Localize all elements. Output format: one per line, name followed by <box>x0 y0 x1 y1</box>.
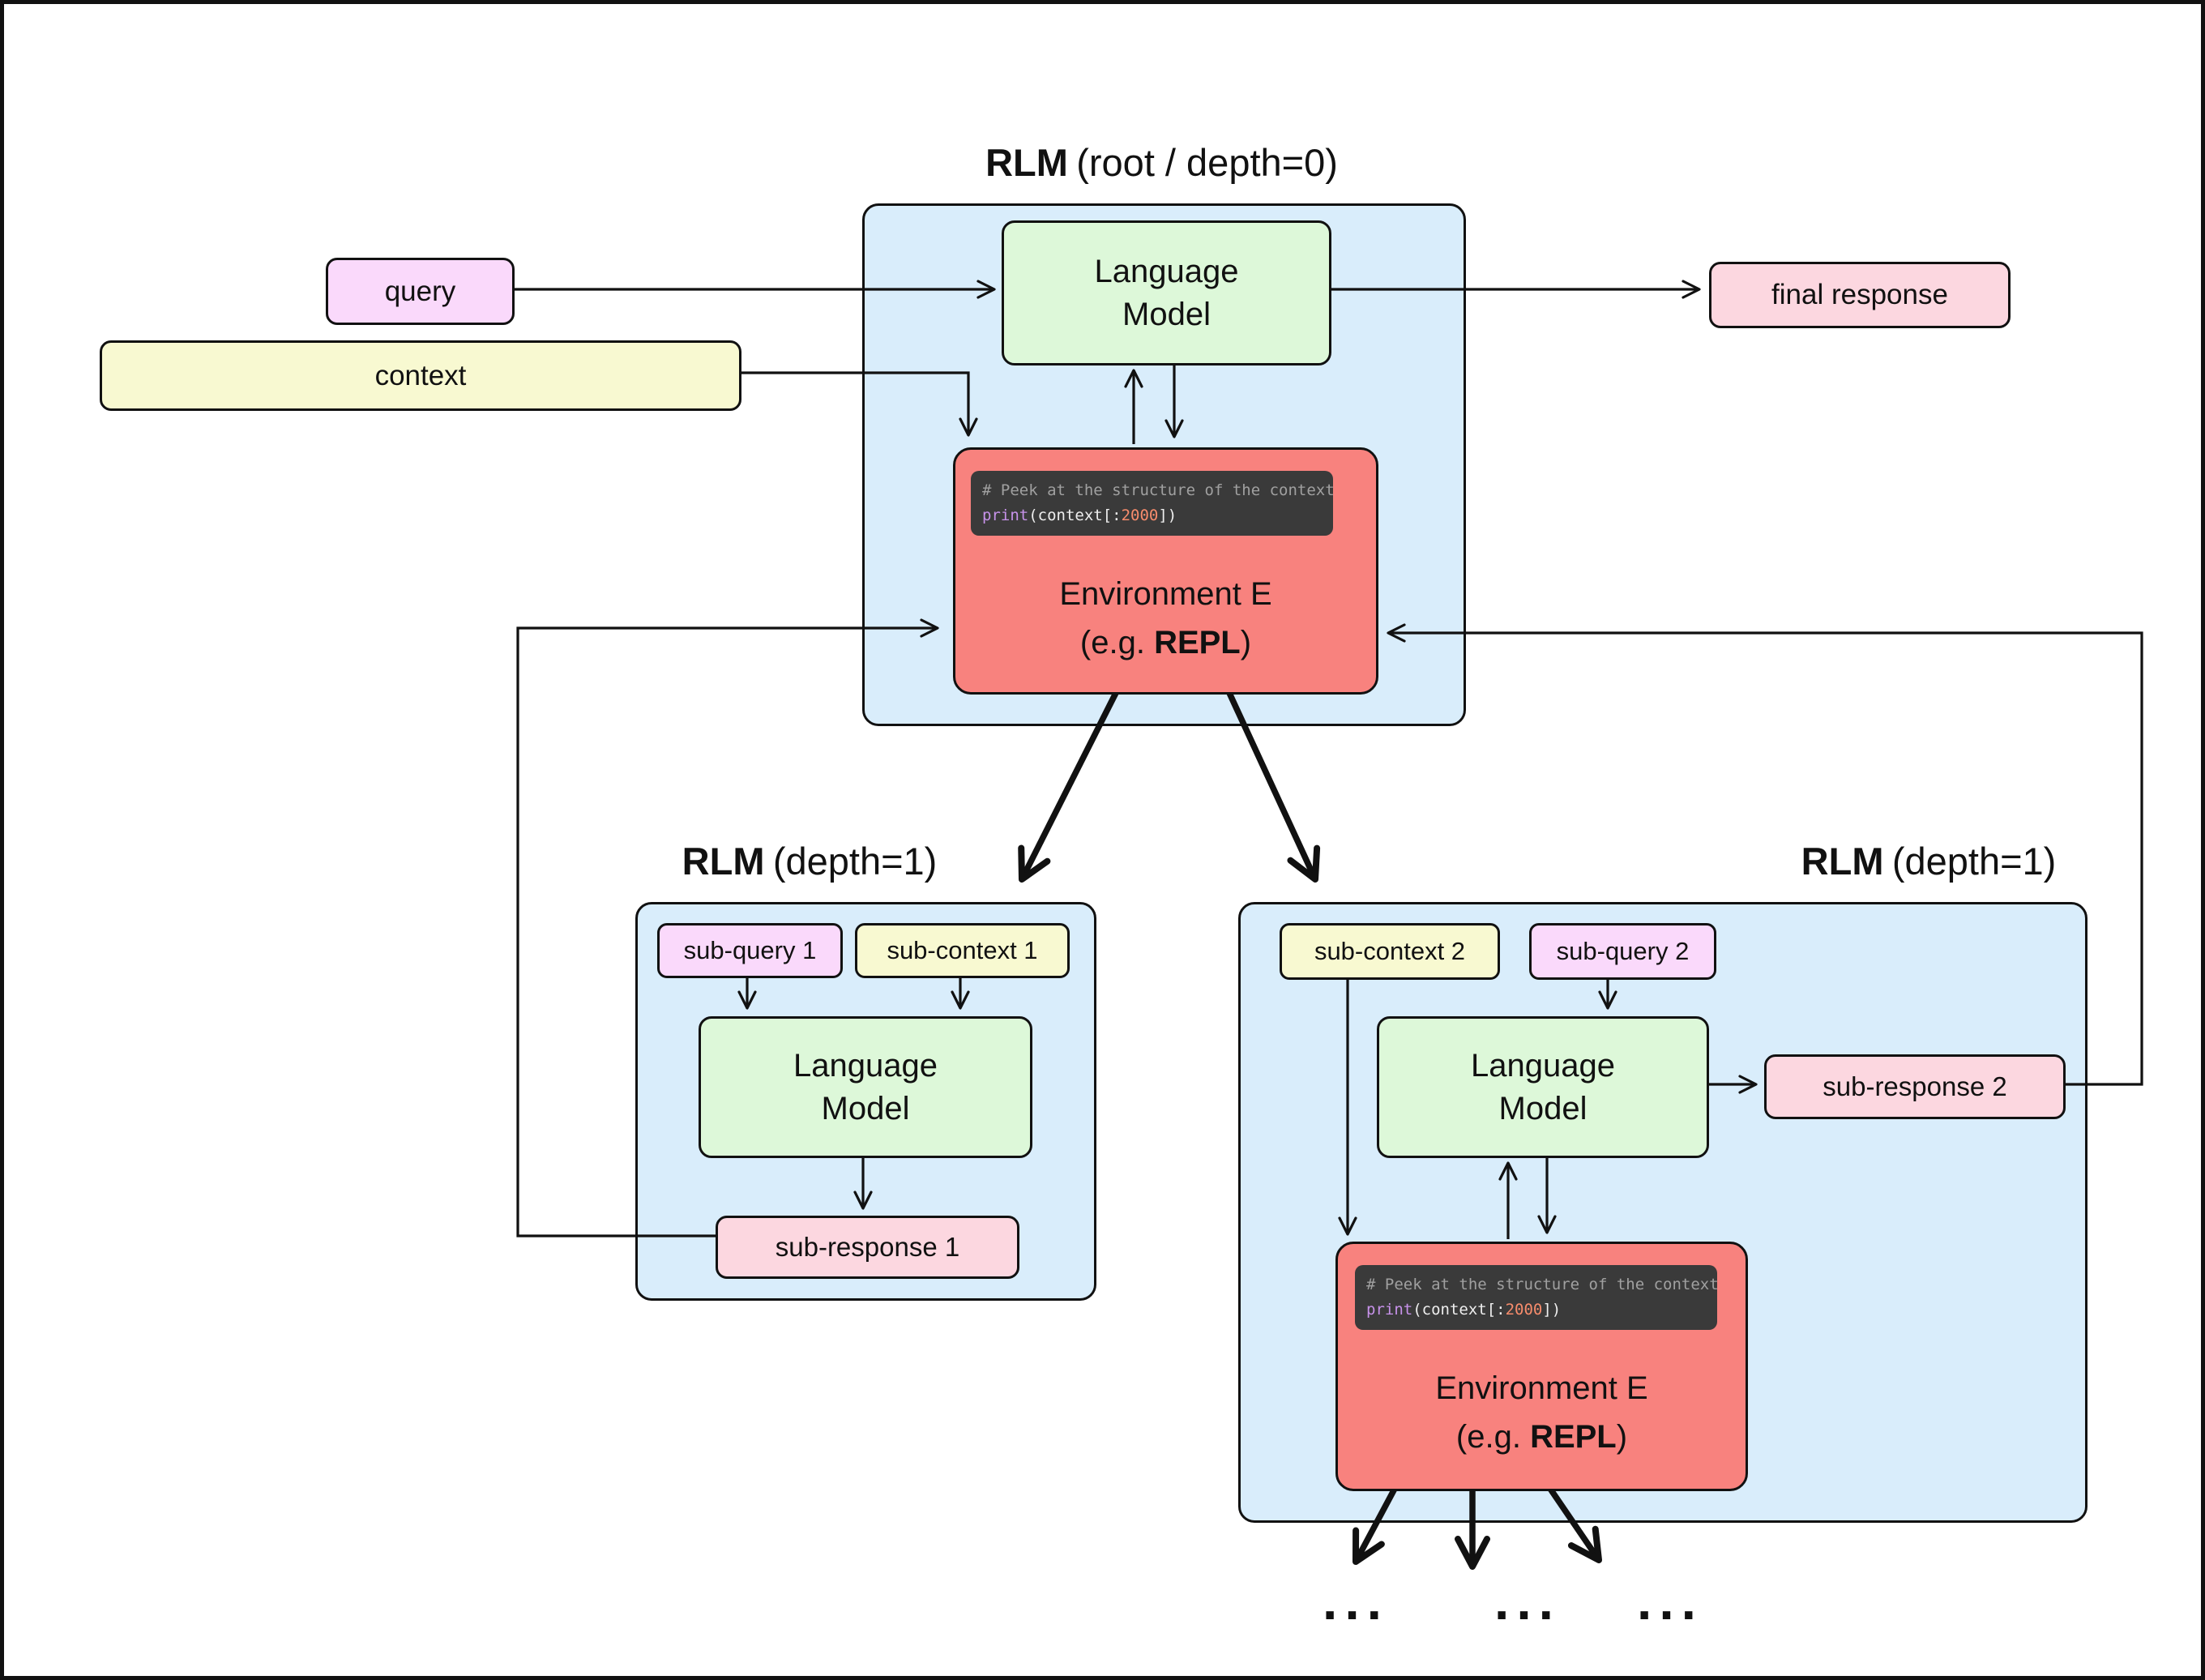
left-rlm-title: RLM(depth=1) <box>635 839 984 883</box>
final-response-label: final response <box>1771 279 1948 310</box>
context-label: context <box>374 359 467 391</box>
ellipsis-child-center: ... <box>1494 1571 1561 1631</box>
right-environment-label: Environment E (e.g. REPL) <box>1338 1364 1746 1461</box>
left-lm-label-line1: Language <box>793 1047 938 1084</box>
root-lm-label-line1: Language <box>1094 253 1239 289</box>
right-environment-node: # Peek at the structure of the context p… <box>1335 1242 1748 1491</box>
code-open: (context[: <box>1412 1301 1506 1319</box>
environment-label-line1: Environment E <box>1059 576 1272 612</box>
root-lm-label-line2: Model <box>1122 296 1211 332</box>
right-rlm-title-rest: (depth=1) <box>1891 840 2057 883</box>
sub-query-1-label: sub-query 1 <box>683 936 817 964</box>
ellipsis-child-right: ... <box>1636 1571 1703 1631</box>
final-response-node: final response <box>1709 262 2011 328</box>
root-rlm-title: RLM(root / depth=0) <box>862 140 1461 185</box>
code-keyword: print <box>1366 1301 1413 1319</box>
sub-response-2-label: sub-response 2 <box>1823 1071 2007 1101</box>
code-number: 2000 <box>1505 1301 1543 1319</box>
root-rlm-title-bold: RLM <box>985 141 1068 184</box>
environment-label-line1: Environment E <box>1435 1370 1648 1406</box>
ellipsis-child-left: ... <box>1322 1571 1389 1631</box>
query-node: query <box>326 258 515 325</box>
sub-response-2-node: sub-response 2 <box>1764 1054 2066 1119</box>
root-rlm-title-rest: (root / depth=0) <box>1076 141 1338 184</box>
right-rlm-title-bold: RLM <box>1801 840 1884 883</box>
left-rlm-title-bold: RLM <box>682 840 765 883</box>
context-node: context <box>100 340 741 411</box>
environment-label-line2: (e.g. REPL) <box>1079 625 1252 660</box>
root-environment-label: Environment E (e.g. REPL) <box>955 570 1376 667</box>
sub-query-2-label: sub-query 2 <box>1556 937 1690 965</box>
right-lm-label-line2: Model <box>1498 1090 1588 1126</box>
sub-query-1-node: sub-query 1 <box>657 923 843 978</box>
right-rlm-title: RLM(depth=1) <box>1742 839 2115 883</box>
root-environment-code-block: # Peek at the structure of the context p… <box>971 471 1335 536</box>
code-comment: # Peek at the structure of the context <box>982 481 1335 499</box>
query-label: query <box>384 275 456 307</box>
root-environment-node: # Peek at the structure of the context p… <box>953 447 1378 695</box>
left-language-model-node: Language Model <box>699 1016 1032 1158</box>
root-language-model-node: Language Model <box>1002 220 1331 365</box>
code-number: 2000 <box>1121 507 1159 524</box>
sub-response-1-node: sub-response 1 <box>716 1216 1019 1279</box>
sub-context-1-node: sub-context 1 <box>855 923 1070 978</box>
left-rlm-title-rest: (depth=1) <box>772 840 938 883</box>
sub-context-2-node: sub-context 2 <box>1280 923 1500 980</box>
right-environment-code-block: # Peek at the structure of the context p… <box>1355 1265 1719 1330</box>
right-language-model-node: Language Model <box>1377 1016 1709 1158</box>
sub-response-1-label: sub-response 1 <box>775 1232 960 1262</box>
code-open: (context[: <box>1028 507 1122 524</box>
code-close: ]) <box>1158 507 1177 524</box>
sub-query-2-node: sub-query 2 <box>1529 923 1716 980</box>
code-keyword: print <box>982 507 1029 524</box>
code-close: ]) <box>1542 1301 1562 1319</box>
code-comment: # Peek at the structure of the context <box>1366 1276 1719 1293</box>
left-lm-label-line2: Model <box>821 1090 910 1126</box>
right-lm-label-line1: Language <box>1471 1047 1615 1084</box>
sub-context-2-label: sub-context 2 <box>1314 937 1466 965</box>
environment-label-line2: (e.g. REPL) <box>1455 1419 1628 1455</box>
sub-context-1-label: sub-context 1 <box>887 936 1038 964</box>
